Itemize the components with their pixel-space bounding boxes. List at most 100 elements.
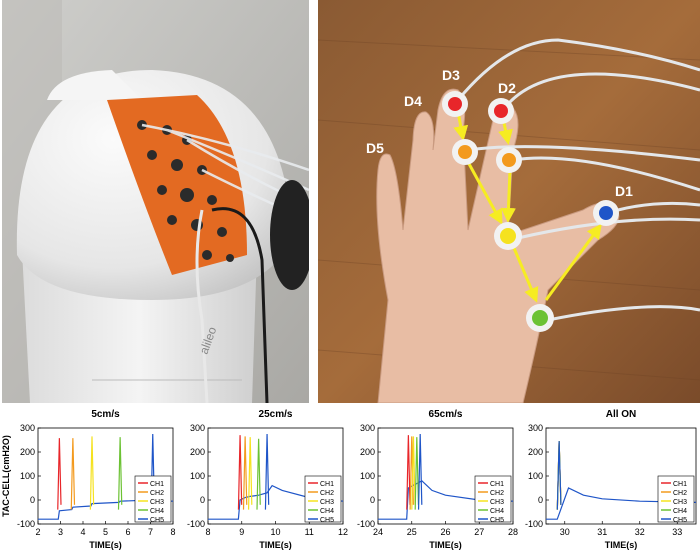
- y-tick-label: 200: [20, 447, 35, 457]
- label-d3: D3: [442, 67, 460, 83]
- legend-label: CH2: [150, 490, 164, 497]
- series-ch1-spike: [237, 435, 243, 510]
- y-tick-label: 100: [190, 471, 205, 481]
- x-axis-label: TIME(s): [259, 540, 292, 550]
- baseline-trace: [378, 480, 514, 520]
- series-ch4-spike: [117, 437, 123, 510]
- y-tick-label: -100: [187, 519, 205, 529]
- y-tick-label: 300: [360, 423, 375, 433]
- tactile-cell-palm-upper: [494, 222, 522, 250]
- y-tick-label: 300: [20, 423, 35, 433]
- x-axis-label: TIME(s): [89, 540, 122, 550]
- label-d2: D2: [498, 80, 516, 96]
- legend-label: CH2: [673, 490, 687, 497]
- x-tick-label: 3: [58, 527, 63, 537]
- legend-label: CH4: [490, 508, 504, 515]
- series-ch1-spike: [57, 438, 62, 510]
- x-tick-label: 6: [125, 527, 130, 537]
- x-tick-label: 12: [338, 527, 348, 537]
- y-tick-label: 100: [20, 471, 35, 481]
- x-tick-label: 8: [205, 527, 210, 537]
- y-tick-label: 0: [200, 495, 205, 505]
- x-tick-label: 31: [597, 527, 607, 537]
- x-tick-label: 4: [80, 527, 85, 537]
- air-tubes: [456, 38, 700, 322]
- label-d1: D1: [615, 183, 633, 199]
- x-tick-label: 25: [407, 527, 417, 537]
- legend-label: CH3: [320, 499, 334, 506]
- tactile-cell-d2-mid: [496, 147, 522, 173]
- tactile-cell-palm-lower: [526, 304, 554, 332]
- x-axis-label: TIME(s): [429, 540, 462, 550]
- x-tick-label: 9: [239, 527, 244, 537]
- y-tick-label: 100: [360, 471, 375, 481]
- y-tick-label: 200: [190, 447, 205, 457]
- x-tick-label: 27: [474, 527, 484, 537]
- x-tick-label: 32: [635, 527, 645, 537]
- legend-label: CH1: [490, 481, 504, 488]
- legend-label: CH2: [320, 490, 334, 497]
- legend-label: CH4: [673, 508, 687, 515]
- y-tick-label: -100: [17, 519, 35, 529]
- x-axis-label: TIME(s): [605, 540, 638, 550]
- label-d5: D5: [366, 140, 384, 156]
- series-ch4-spike: [256, 438, 261, 510]
- y-tick-label: 0: [538, 495, 543, 505]
- legend-label: CH5: [490, 517, 504, 524]
- y-tick-label: 100: [528, 471, 543, 481]
- y-tick-label: -100: [357, 519, 375, 529]
- x-tick-label: 5: [103, 527, 108, 537]
- legend-label: CH3: [673, 499, 687, 506]
- x-tick-label: 28: [508, 527, 518, 537]
- x-tick-label: 10: [270, 527, 280, 537]
- legend-label: CH4: [150, 508, 164, 515]
- hand: [376, 88, 620, 403]
- legend-label: CH4: [320, 508, 334, 515]
- series-ch3-spike: [411, 436, 416, 510]
- legend-label: CH1: [150, 481, 164, 488]
- y-tick-label: 300: [528, 423, 543, 433]
- y-tick-label: 200: [360, 447, 375, 457]
- x-tick-label: 11: [305, 527, 314, 537]
- legend-label: CH2: [490, 490, 504, 497]
- series-ch2-spike: [70, 438, 76, 510]
- y-tick-label: 0: [370, 495, 375, 505]
- legend-label: CH1: [320, 481, 334, 488]
- x-tick-label: 30: [560, 527, 570, 537]
- hand-photo: D1 D2 D3 D4 D5: [318, 0, 700, 403]
- legend-label: CH5: [320, 517, 334, 524]
- x-tick-label: 24: [373, 527, 383, 537]
- device-photo: alileo: [2, 0, 309, 403]
- plot-title: All ON: [606, 409, 637, 420]
- series-ch1-spike: [406, 435, 411, 510]
- series-ch5-spike: [556, 441, 562, 510]
- tactile-cell-d1: [593, 200, 619, 226]
- legend-label: CH5: [673, 517, 687, 524]
- y-tick-label: 300: [190, 423, 205, 433]
- y-tick-label: 200: [528, 447, 543, 457]
- plot-title: 65cm/s: [429, 409, 463, 420]
- baseline-trace: [208, 484, 344, 520]
- y-tick-label: -100: [525, 519, 543, 529]
- x-tick-label: 33: [672, 527, 682, 537]
- tactile-cell-d4-mid: [452, 139, 478, 165]
- baseline-trace: [546, 487, 697, 520]
- x-tick-label: 2: [35, 527, 40, 537]
- y-tick-label: 0: [30, 495, 35, 505]
- legend-label: CH1: [673, 481, 687, 488]
- legend-label: CH3: [150, 499, 164, 506]
- tactile-cell-d3: [442, 91, 468, 117]
- legend-label: CH3: [490, 499, 504, 506]
- x-tick-label: 26: [440, 527, 450, 537]
- series-ch5-spike: [264, 433, 270, 510]
- plot-title: 5cm/s: [91, 409, 120, 420]
- series-ch4-spike: [414, 437, 420, 510]
- x-tick-label: 8: [170, 527, 175, 537]
- series-ch3-spike: [247, 437, 253, 510]
- series-ch3-spike: [89, 436, 95, 510]
- legend-label: CH5: [150, 517, 164, 524]
- x-tick-label: 7: [148, 527, 153, 537]
